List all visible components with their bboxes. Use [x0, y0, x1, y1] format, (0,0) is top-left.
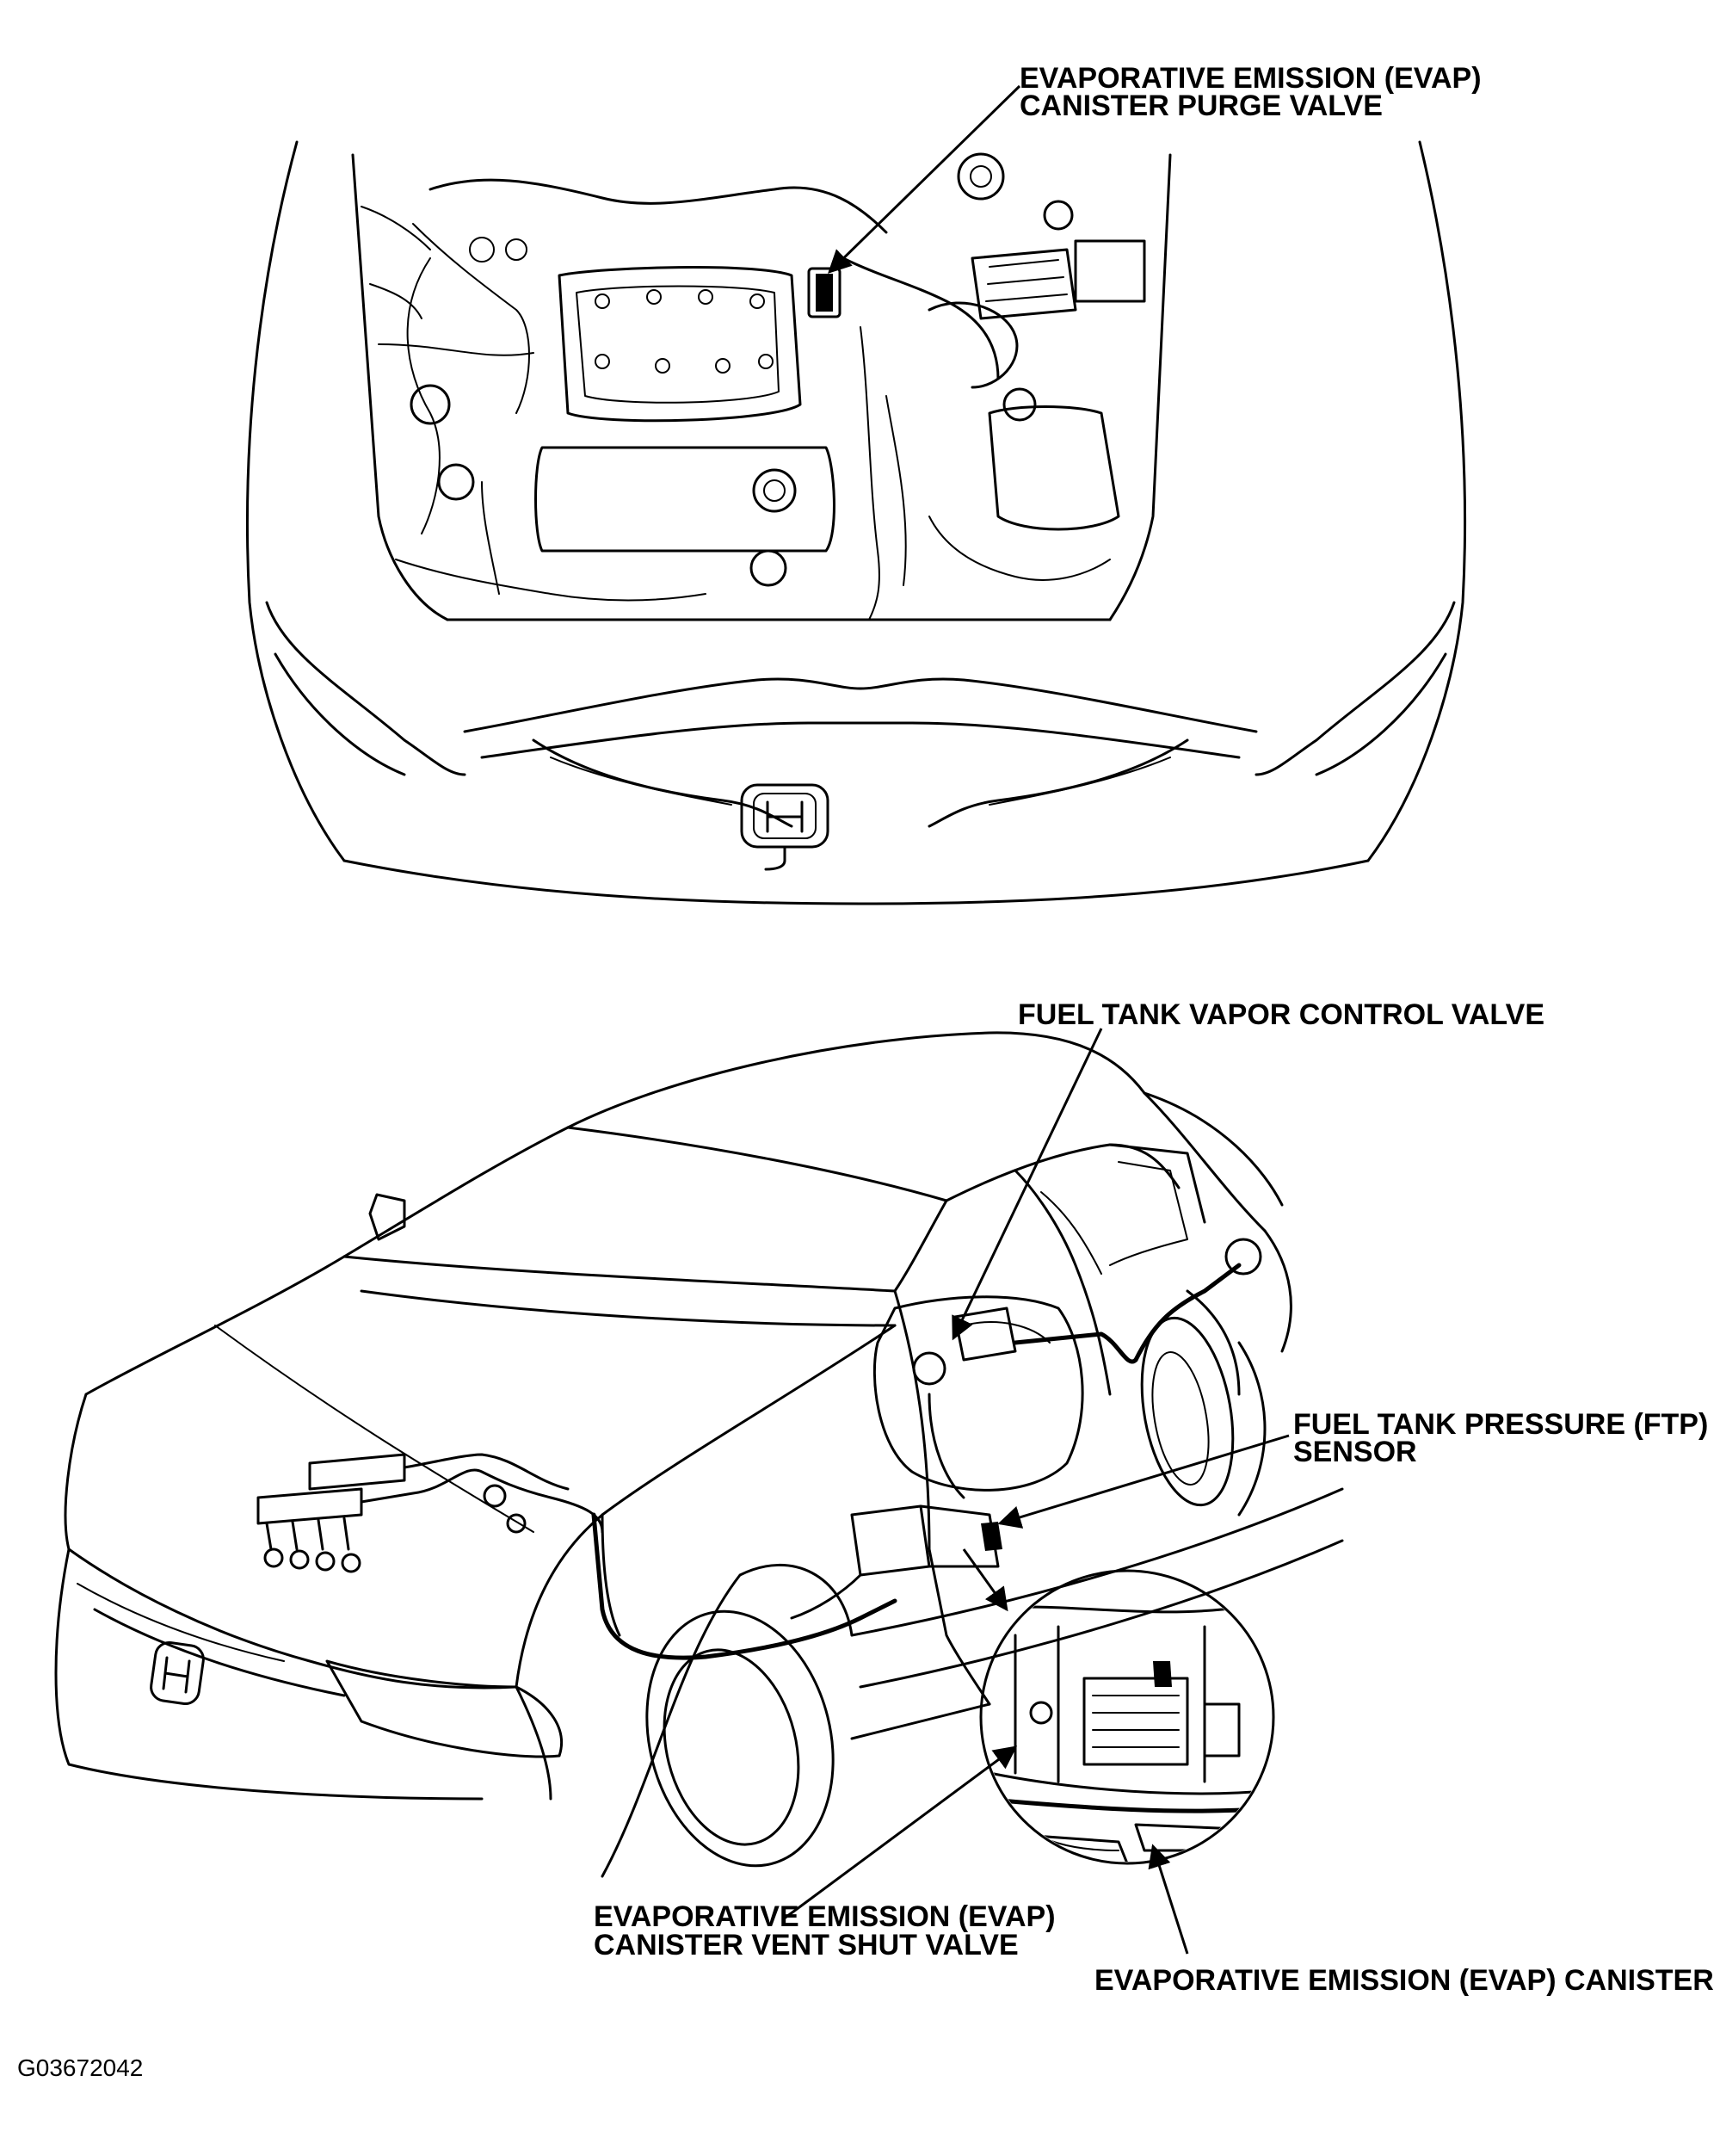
car-perspective-illustration: [54, 1031, 1344, 1878]
label-ftp-sensor-line1: FUEL TANK PRESSURE (FTP): [1293, 1408, 1708, 1441]
leader-purge-valve: [828, 84, 1021, 274]
leader-evap-canister: [1148, 1844, 1189, 1955]
canister-detail-inset: [979, 1569, 1275, 1865]
leader-vent-shut-valve: [782, 1745, 1018, 1921]
figure-code: G03672042: [17, 2054, 143, 2081]
label-vent-shut-valve-line1: EVAPORATIVE EMISSION (EVAP): [594, 1900, 1056, 1933]
leader-ftp-sensor: [997, 1434, 1290, 1529]
engine-bay-illustration: [245, 140, 1467, 905]
leader-inset-pointer: [962, 1548, 1008, 1612]
leader-lines: [782, 84, 1290, 1955]
leader-vapor-control-valve: [952, 1028, 1103, 1341]
callout-labels: EVAPORATIVE EMISSION (EVAP) CANISTER PUR…: [17, 62, 1714, 2081]
label-purge-valve-line1: EVAPORATIVE EMISSION (EVAP): [1020, 62, 1482, 95]
label-evap-canister: EVAPORATIVE EMISSION (EVAP) CANISTER: [1094, 1964, 1714, 1997]
label-vapor-control-valve: FUEL TANK VAPOR CONTROL VALVE: [1018, 998, 1544, 1031]
label-vent-shut-valve-line2: CANISTER VENT SHUT VALVE: [594, 1929, 1019, 1961]
label-purge-valve-line2: CANISTER PURGE VALVE: [1020, 90, 1383, 122]
label-ftp-sensor-line2: SENSOR: [1293, 1436, 1417, 1468]
